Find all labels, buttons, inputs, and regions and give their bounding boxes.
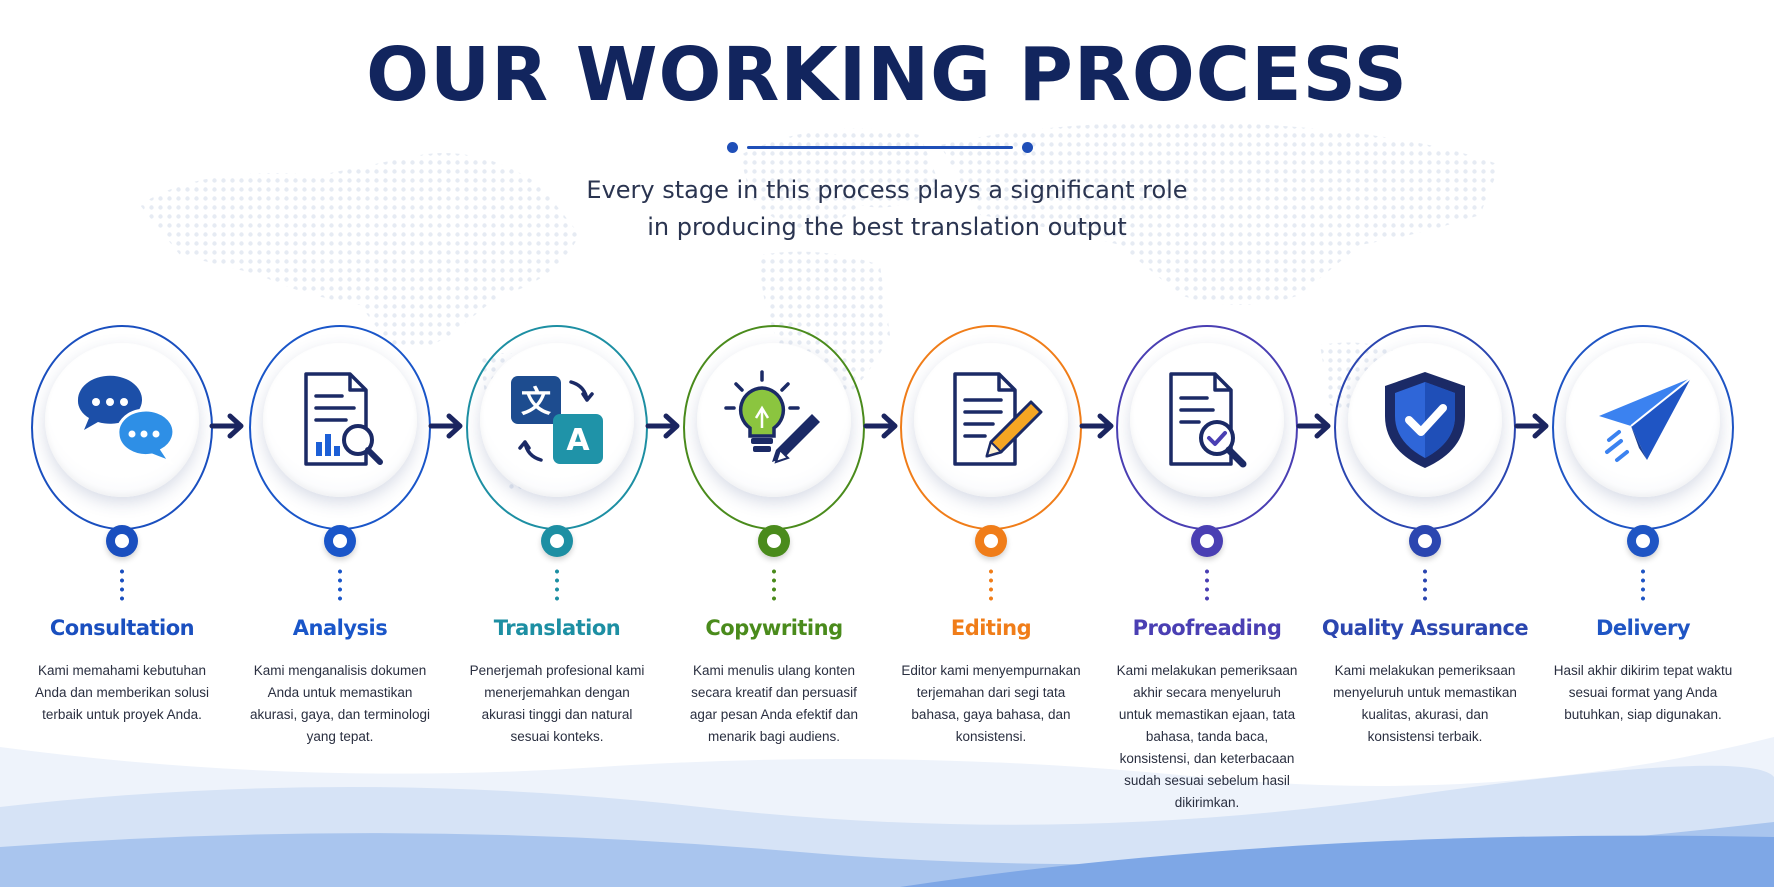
step-pin — [1409, 525, 1441, 557]
arrow-right-icon — [645, 413, 680, 439]
document-edit-icon — [953, 372, 1043, 466]
arrow-right-icon — [863, 413, 898, 439]
page-title: OUR WORKING PROCESS — [366, 32, 1408, 118]
step-icon-disc — [1566, 343, 1720, 497]
step-connector-dots — [1205, 567, 1209, 603]
document-check-icon — [1169, 372, 1247, 468]
step-icon-disc — [914, 343, 1068, 497]
svg-text:文: 文 — [521, 385, 551, 420]
step-icon-disc — [697, 343, 851, 497]
step-icon-disc — [263, 343, 417, 497]
step-connector-dots — [989, 567, 993, 603]
step-connector-dots — [555, 567, 559, 603]
step-description: Penerjemah profesional kami menerjemahka… — [469, 663, 645, 744]
step-description: Hasil akhir dikirim tepat waktu sesuai f… — [1553, 663, 1733, 722]
lightbulb-pencil-icon — [724, 370, 820, 464]
step-pin — [324, 525, 356, 557]
step-pin — [541, 525, 573, 557]
step-label: Translation — [493, 616, 621, 640]
arrow-right-icon — [1079, 413, 1114, 439]
step-icon-disc — [1130, 343, 1284, 497]
step-icon-disc: 文 A — [480, 343, 634, 497]
step-label: Copywriting — [705, 616, 843, 640]
step-connector-dots — [120, 567, 124, 603]
step-label: Proofreading — [1132, 616, 1282, 640]
process-steps: Consultation Kami memahami kebutuhan And… — [0, 320, 1774, 820]
step-pin — [758, 525, 790, 557]
document-analysis-icon — [304, 372, 383, 466]
step-connector-dots — [338, 567, 342, 603]
step-description: Kami memahami kebutuhan Anda dan memberi… — [34, 663, 210, 722]
step-description: Kami menulis ulang konten secara kreatif… — [689, 663, 859, 744]
translate-icon: 文 A — [511, 376, 603, 464]
step-connector-dots — [1423, 567, 1427, 603]
arrow-right-icon — [209, 413, 244, 439]
step-description: Editor kami menyempurnakan terjemahan da… — [901, 663, 1081, 744]
step-pin — [1627, 525, 1659, 557]
chat-bubbles-icon — [77, 375, 176, 466]
step-connector-dots — [772, 567, 776, 603]
step-description: Kami melakukan pemeriksaan menyeluruh un… — [1333, 663, 1517, 744]
step-icon-disc — [1348, 343, 1502, 497]
subtitle: Every stage in this process plays a sign… — [0, 172, 1774, 246]
step-label: Consultation — [49, 616, 195, 640]
subtitle-line-2: in producing the best translation output — [647, 213, 1127, 241]
step-icon-disc — [45, 343, 199, 497]
subtitle-line-1: Every stage in this process plays a sign… — [586, 176, 1188, 204]
arrow-right-icon — [1514, 413, 1549, 439]
title-divider — [727, 141, 1033, 153]
arrow-right-icon — [1296, 413, 1331, 439]
svg-text:A: A — [566, 423, 590, 458]
arrow-right-icon — [428, 413, 463, 439]
step-description: Kami melakukan pemeriksaan akhir secara … — [1116, 663, 1298, 810]
paper-plane-icon — [1599, 377, 1692, 462]
step-connector-dots — [1641, 567, 1645, 603]
shield-check-icon — [1385, 372, 1465, 468]
step-label: Quality Assurance — [1321, 616, 1529, 640]
step-pin — [975, 525, 1007, 557]
step-pin — [106, 525, 138, 557]
step-label: Delivery — [1595, 616, 1691, 640]
step-description: Kami menganalisis dokumen Anda untuk mem… — [249, 663, 431, 744]
step-label: Analysis — [292, 616, 388, 640]
step-pin — [1191, 525, 1223, 557]
step-label: Editing — [950, 616, 1032, 640]
